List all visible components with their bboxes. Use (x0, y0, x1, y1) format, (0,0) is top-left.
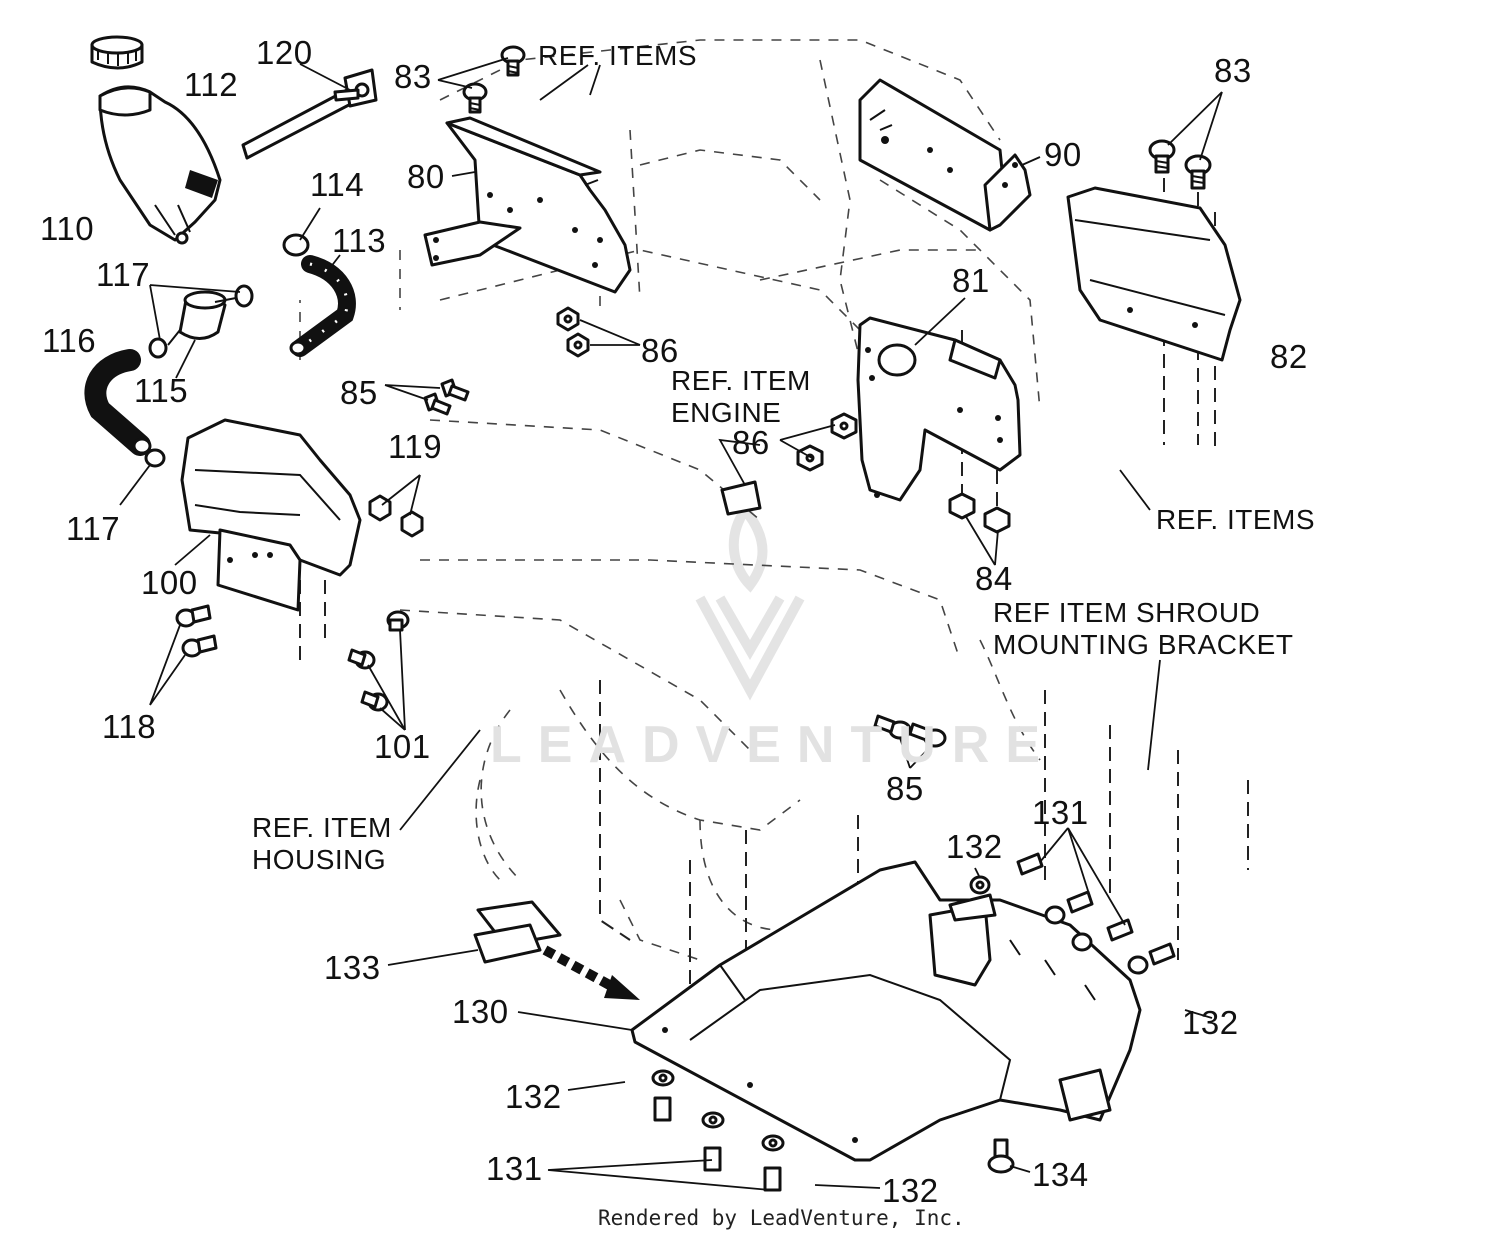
fuel-filter-115 (144, 284, 254, 468)
hose-113-and-clamp-114 (282, 233, 356, 357)
part-label-83-right: 83 (1214, 52, 1252, 89)
pad-133 (473, 900, 562, 964)
part-label-82: 82 (1270, 338, 1308, 375)
part-label-132-top: 132 (946, 828, 1003, 865)
engine-part (720, 480, 762, 516)
part-label-120: 120 (256, 34, 313, 71)
part-label-84: 84 (975, 560, 1013, 597)
ref-label-items-top-line-1: REF. ITEMS (538, 40, 698, 71)
ref-label-housing-line-2: HOUSING (252, 844, 387, 875)
bracket-81 (856, 316, 1022, 502)
screws-83-top (462, 45, 526, 114)
screw-134 (987, 1138, 1015, 1174)
fuel-tank-110 (98, 85, 222, 245)
part-label-131-right: 131 (1032, 794, 1089, 831)
part-label-131-bottom: 131 (486, 1150, 543, 1187)
part-label-83-top: 83 (394, 58, 432, 95)
ref-label-shroud-mounting-bracket: REF ITEM SHROUD MOUNTING BRACKET (993, 597, 1293, 661)
part-label-90: 90 (1044, 136, 1082, 173)
part-label-85-right: 85 (886, 770, 924, 807)
part-label-119: 119 (388, 428, 443, 465)
part-label-132-left: 132 (505, 1078, 562, 1115)
part-label-80: 80 (407, 158, 445, 195)
ref-label-engine: REF. ITEM ENGINE (671, 365, 811, 429)
nuts-86-left (556, 306, 590, 358)
direction-arrow (542, 945, 640, 1000)
ref-label-housing: REF. ITEM HOUSING (252, 812, 392, 876)
ref-label-shroud-line-2: MOUNTING BRACKET (993, 629, 1294, 660)
part-label-110: 110 (40, 210, 95, 247)
part-label-100: 100 (141, 564, 198, 601)
nuts-84 (948, 492, 1011, 534)
bolts-118 (175, 604, 218, 658)
part-label-132-bottom: 132 (882, 1172, 939, 1209)
screws-101 (347, 610, 410, 712)
part-label-115: 115 (134, 372, 189, 409)
shroud-100 (180, 418, 424, 612)
leader-lines (119, 57, 1223, 1191)
bolts-85-left (423, 378, 470, 416)
part-label-134: 134 (1032, 1156, 1089, 1193)
ref-label-items-top: REF. ITEMS (538, 40, 697, 72)
part-label-112: 112 (184, 66, 239, 103)
part-label-85-left: 85 (340, 374, 378, 411)
part-label-116: 116 (42, 322, 97, 359)
nuts-86-right (796, 412, 858, 472)
bracket-90 (858, 78, 1032, 232)
part-label-132-right: 132 (1182, 1004, 1239, 1041)
part-label-113: 113 (332, 222, 387, 259)
part-label-130: 130 (452, 993, 509, 1030)
cover-82 (1066, 186, 1242, 362)
bracket-80 (423, 116, 632, 294)
ref-label-items-right-line-1: REF. ITEMS (1156, 504, 1316, 535)
watermark-logo (695, 501, 805, 701)
part-label-133: 133 (324, 949, 381, 986)
ref-label-housing-line-1: REF. ITEM (252, 812, 392, 843)
part-label-117-top: 117 (96, 256, 151, 293)
ref-label-items-right: REF. ITEMS (1156, 504, 1315, 536)
footer-credit: Rendered by LeadVenture, Inc. (598, 1206, 965, 1230)
screws-83-right (1148, 139, 1212, 190)
part-label-101: 101 (374, 728, 431, 765)
part-label-118: 118 (102, 708, 157, 745)
fuel-tank-strap-120 (241, 68, 378, 160)
hardware-131-132-bottom (651, 1069, 785, 1192)
bottom-panel-130 (630, 860, 1142, 1162)
ref-label-engine-line-2: ENGINE (671, 397, 782, 428)
part-label-86-right: 86 (732, 424, 770, 461)
part-label-117-bottom: 117 (66, 510, 121, 547)
watermark-text: LEADVENTURE (490, 716, 1057, 774)
fuel-hose-116 (84, 349, 152, 456)
part-label-86-left: 86 (641, 332, 679, 369)
part-label-114: 114 (310, 166, 365, 203)
hardware-131-132-right (969, 852, 1176, 975)
part-label-81: 81 (952, 262, 990, 299)
ref-label-shroud-line-1: REF ITEM SHROUD (993, 597, 1261, 628)
ref-label-engine-line-1: REF. ITEM (671, 365, 811, 396)
fuel-cap-112 (90, 35, 144, 70)
